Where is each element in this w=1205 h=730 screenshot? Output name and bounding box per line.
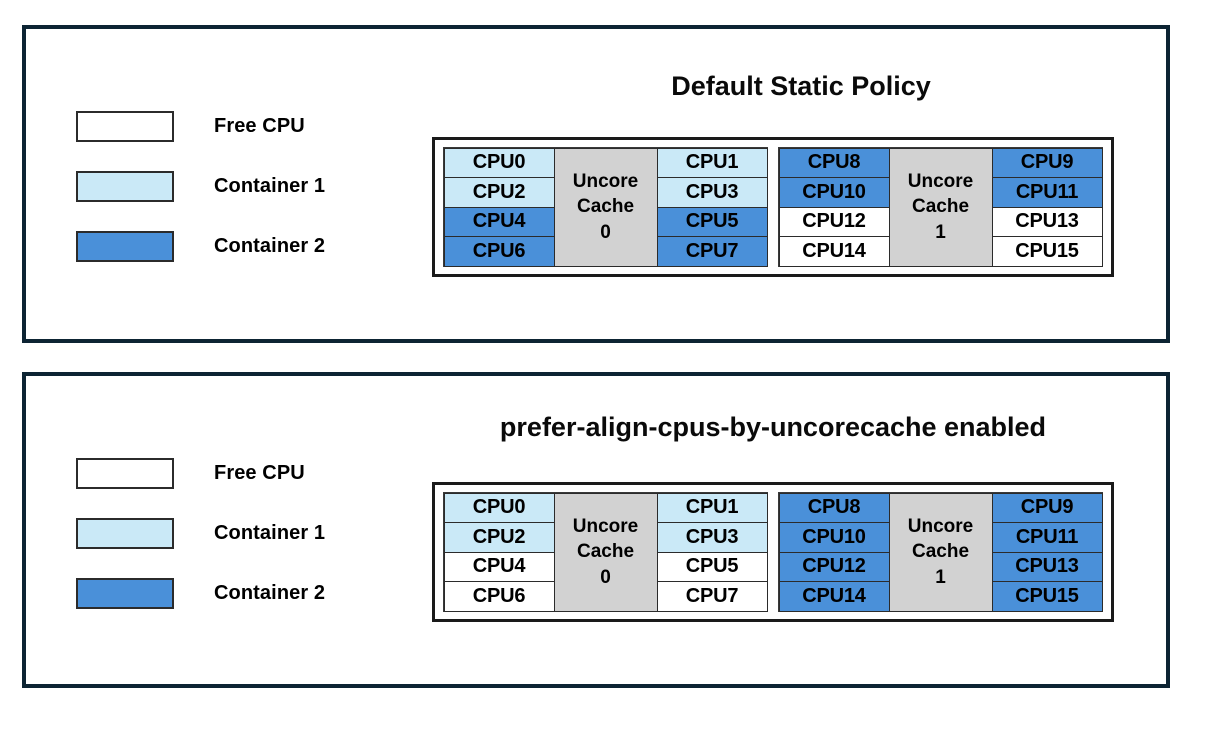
legend-swatch-container2	[76, 578, 174, 609]
uncore-cache-label-line1: Uncore	[572, 171, 639, 193]
cpu-cell-cpu0: CPU0	[443, 147, 555, 178]
cpu-cell-cpu6: CPU6	[443, 581, 555, 612]
legend-swatch-container1	[76, 171, 174, 202]
cpu-cell-cpu9: CPU9	[991, 492, 1103, 523]
legend-swatch-free	[76, 111, 174, 142]
legend-item: Container 2	[76, 231, 325, 262]
cpu-cell-cpu13: CPU13	[991, 551, 1103, 582]
cpu-cell-cpu7: CPU7	[656, 236, 768, 267]
legend-item: Container 1	[76, 518, 325, 549]
legend-label: Container 2	[214, 235, 326, 257]
cpu-cell-cpu4: CPU4	[443, 551, 555, 582]
cpu-cell-cpu0: CPU0	[443, 492, 555, 523]
legend-swatch-free	[76, 458, 174, 489]
page-title-panel-1: Default Static Policy	[671, 71, 931, 101]
uncore-cache-label-line2: Cache	[911, 196, 970, 218]
cpu-cell-cpu3: CPU3	[656, 177, 768, 208]
cpu-cell-cpu11: CPU11	[991, 177, 1103, 208]
uncore-cache-label-line2: Cache	[576, 196, 635, 218]
cpu-cell-cpu15: CPU15	[991, 581, 1103, 612]
legend-item: Container 1	[76, 171, 325, 202]
cpu-cell-cpu8: CPU8	[778, 147, 890, 178]
uncore-cache-label-line1: Uncore	[572, 516, 639, 538]
cpu-cell-cpu14: CPU14	[778, 236, 890, 267]
legend-item: Container 2	[76, 578, 325, 609]
cpu-cell-cpu14: CPU14	[778, 581, 890, 612]
cpu-cell-cpu3: CPU3	[656, 522, 768, 553]
uncore-cache-label-line1: Uncore	[907, 516, 974, 538]
legend-item: Free CPU	[76, 458, 325, 489]
cpu-cell-cpu12: CPU12	[778, 206, 890, 237]
cpu-cell-cpu12: CPU12	[778, 551, 890, 582]
uncore-cache-label-line3: 0	[600, 566, 611, 588]
legend-panel-2: Free CPU Container 1 Container 2	[76, 458, 325, 638]
cpu-cell-cpu6: CPU6	[443, 236, 555, 267]
legend-label: Container 1	[214, 175, 326, 197]
legend-label: Free CPU	[214, 462, 305, 484]
legend-label: Container 2	[214, 582, 326, 604]
legend-label: Free CPU	[214, 115, 305, 137]
uncore-cache-label-line3: 1	[935, 566, 946, 588]
cpu-cell-cpu15: CPU15	[991, 236, 1103, 267]
cpu-cell-cpu10: CPU10	[778, 177, 890, 208]
uncore-cache-label-line2: Cache	[576, 541, 635, 563]
page-title-panel-2: prefer-align-cpus-by-uncorecache enabled	[499, 412, 1047, 442]
legend-item: Free CPU	[76, 111, 325, 142]
cpu-cell-cpu2: CPU2	[443, 177, 555, 208]
legend-label: Container 1	[214, 522, 326, 544]
uncore-cache-label-line1: Uncore	[907, 171, 974, 193]
cpu-cell-cpu7: CPU7	[656, 581, 768, 612]
cpu-cell-cpu5: CPU5	[656, 551, 768, 582]
legend-panel-1: Free CPU Container 1 Container 2	[76, 111, 325, 291]
cpu-cell-cpu8: CPU8	[778, 492, 890, 523]
cpu-cell-cpu13: CPU13	[991, 206, 1103, 237]
legend-swatch-container2	[76, 231, 174, 262]
cpu-cell-cpu9: CPU9	[991, 147, 1103, 178]
cpu-cell-cpu5: CPU5	[656, 206, 768, 237]
cpu-cell-cpu11: CPU11	[991, 522, 1103, 553]
cpu-cell-cpu1: CPU1	[656, 492, 768, 523]
cpu-cell-cpu10: CPU10	[778, 522, 890, 553]
uncore-cache-label-line2: Cache	[911, 541, 970, 563]
diagram-panel-prefer-align-cpus-by-uncorecache: prefer-align-cpus-by-uncorecache enabled…	[22, 372, 1170, 688]
uncore-cache-label-line3: 1	[935, 221, 946, 243]
cpu-cell-cpu1: CPU1	[656, 147, 768, 178]
uncore-cache-label-line3: 0	[600, 221, 611, 243]
legend-swatch-container1	[76, 518, 174, 549]
cpu-cell-cpu2: CPU2	[443, 522, 555, 553]
diagram-panel-default-static-policy: Default Static Policy Free CPU Container …	[22, 25, 1170, 343]
cpu-cell-cpu4: CPU4	[443, 206, 555, 237]
